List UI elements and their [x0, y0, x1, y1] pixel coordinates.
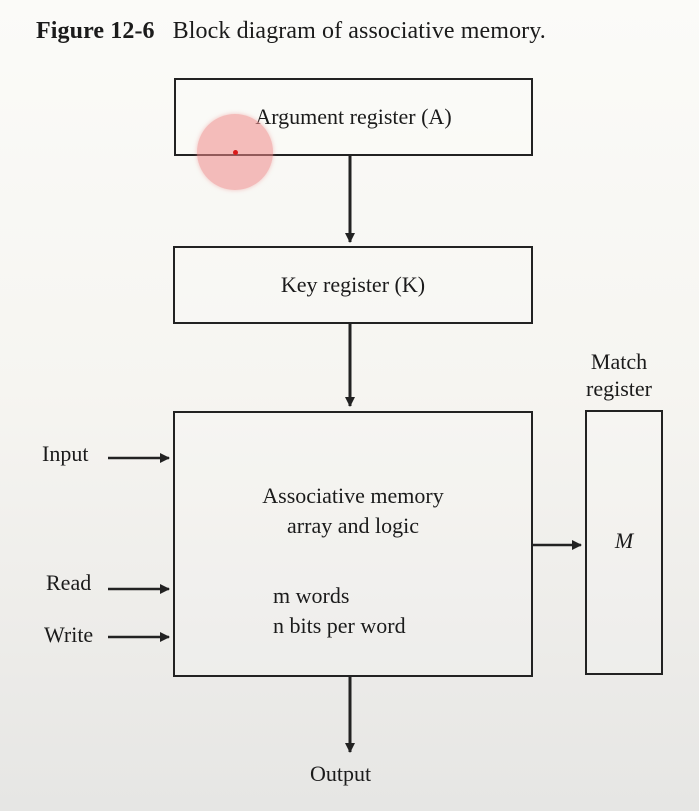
memory-array-title: Associative memory array and logic: [175, 481, 531, 541]
cursor-center-dot: [233, 150, 238, 155]
match-register-title: Match register: [566, 348, 672, 402]
match-register-symbol: M: [614, 528, 634, 553]
read-signal-label: Read: [46, 570, 92, 595]
memory-array-title-line1: Associative memory: [262, 483, 444, 508]
key-register-label: Key register (K): [280, 272, 426, 297]
key-register-box: Key register (K): [173, 246, 533, 324]
input-signal-label: Input: [42, 441, 89, 466]
output-signal-label: Output: [310, 761, 372, 786]
memory-words-spec: m words: [273, 583, 350, 608]
associative-memory-array-box: Associative memory array and logic m wor…: [173, 411, 533, 677]
memory-array-specs: m words n bits per word: [273, 581, 406, 641]
memory-array-title-line2: array and logic: [287, 513, 419, 538]
figure-caption: Figure 12-6 Block diagram of associative …: [36, 18, 546, 45]
match-register-title-line2: register: [586, 376, 652, 401]
match-register-title-line1: Match: [590, 349, 648, 374]
figure-number: Figure 12-6: [36, 18, 155, 44]
match-register-box: M: [585, 410, 663, 675]
memory-bits-spec: n bits per word: [273, 613, 406, 638]
argument-register-label: Argument register (A): [255, 104, 452, 129]
write-signal-label: Write: [44, 622, 94, 647]
figure-title: Block diagram of associative memory.: [172, 18, 546, 44]
